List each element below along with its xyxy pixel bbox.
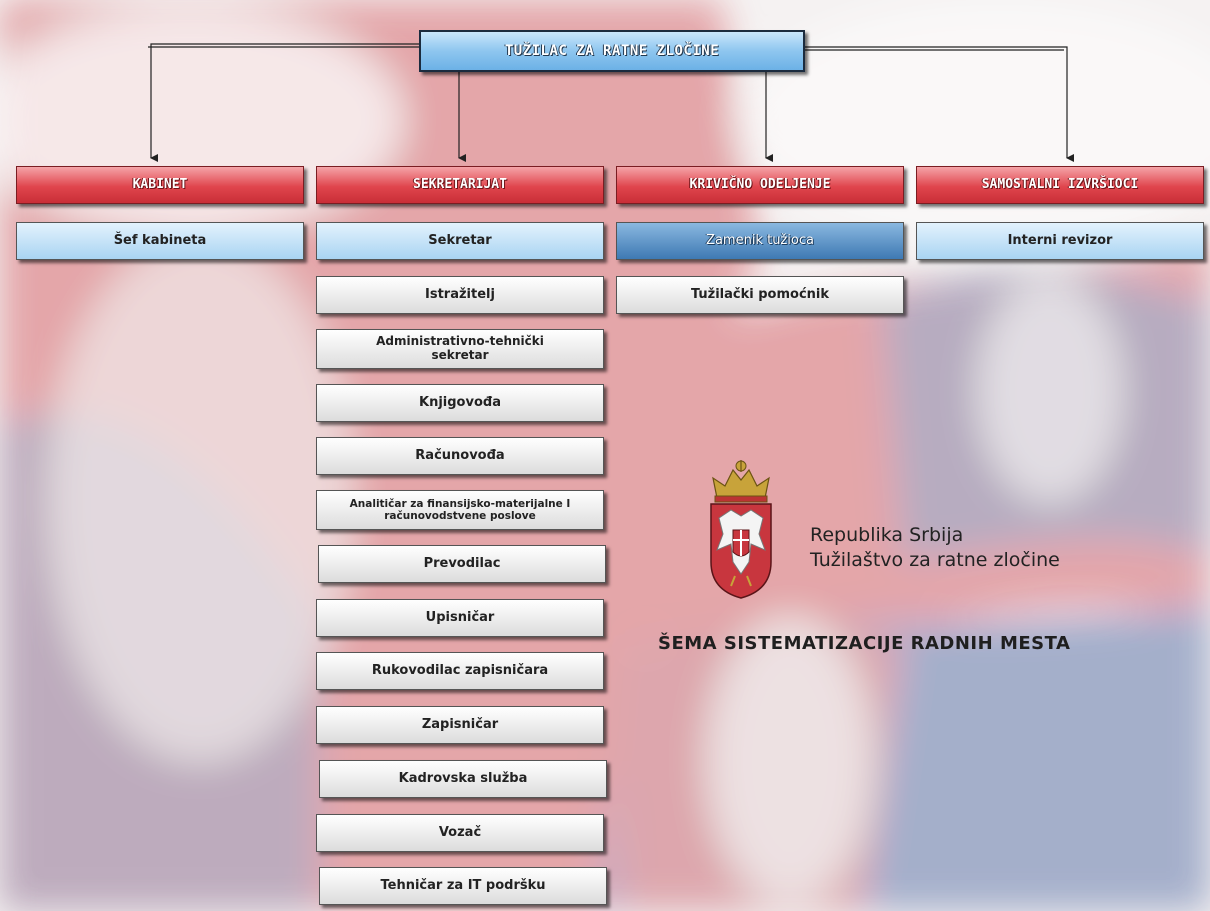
box-label: Interni revizor xyxy=(1007,232,1113,248)
box-label: Zamenik tužioca xyxy=(706,232,814,248)
box-kadrovska-sluzba: Kadrovska služba xyxy=(319,760,607,798)
serbia-coat-of-arms-icon xyxy=(710,460,772,599)
box-label: Računovođa xyxy=(415,447,505,463)
box-label: Kadrovska služba xyxy=(398,770,528,786)
box-rukovodilac-zapisnicara: Rukovodilac zapisničara xyxy=(316,652,604,690)
header-krivicno-label: KRIVIČNO ODELJENJE xyxy=(689,176,831,192)
scheme-title: ŠEMA SISTEMATIZACIJE RADNIH MESTA xyxy=(658,633,1071,654)
box-label: Rukovodilac zapisničara xyxy=(371,662,549,678)
box-analiticar: Analitičar za finansijsko-materijalne I … xyxy=(316,490,604,530)
box-label: Upisničar xyxy=(425,609,495,625)
header-sekretarijat: SEKRETARIJAT xyxy=(316,166,604,204)
box-upisnicar: Upisničar xyxy=(316,599,604,637)
box-label: Istražitelj xyxy=(425,286,495,302)
institution-line-2: Tužilaštvo za ratne zločine xyxy=(810,549,1060,571)
box-knjigovodja: Knjigovođa xyxy=(316,384,604,422)
header-kabinet: KABINET xyxy=(16,166,304,204)
header-samostalni-izvrsioci: SAMOSTALNI IZVRŠIOCI xyxy=(916,166,1204,204)
box-label: Tehničar za IT podršku xyxy=(380,877,546,893)
box-vozac: Vozač xyxy=(316,814,604,852)
header-samostalni-label: SAMOSTALNI IZVRŠIOCI xyxy=(981,176,1139,192)
box-label: Sekretar xyxy=(428,232,492,248)
box-label: Šef kabineta xyxy=(113,232,207,248)
header-kabinet-label: KABINET xyxy=(132,176,188,192)
box-racunovodja: Računovođa xyxy=(316,437,604,475)
box-administrativno-tehnicki-sekretar: Administrativno-tehnički sekretar xyxy=(316,329,604,369)
top-box-prosecutor: TUŽILAC ZA RATNE ZLOČINE xyxy=(419,30,805,72)
box-prevodilac: Prevodilac xyxy=(318,545,606,583)
institution-line-1: Republika Srbija xyxy=(810,524,964,546)
box-interni-revizor: Interni revizor xyxy=(916,222,1204,260)
box-zamenik-tuzioca: Zamenik tužioca xyxy=(616,222,904,260)
box-sef-kabineta: Šef kabineta xyxy=(16,222,304,260)
box-label: Prevodilac xyxy=(423,555,501,571)
box-tehnicar-it: Tehničar za IT podršku xyxy=(319,867,607,905)
header-sekretarijat-label: SEKRETARIJAT xyxy=(413,176,507,192)
box-zapisnicar: Zapisničar xyxy=(316,706,604,744)
box-label: Knjigovođa xyxy=(419,394,501,410)
box-label: Zapisničar xyxy=(421,716,499,732)
box-label: Vozač xyxy=(438,824,482,840)
header-krivicno-odeljenje: KRIVIČNO ODELJENJE xyxy=(616,166,904,204)
box-label: Tužilački pomoćnik xyxy=(690,286,830,302)
box-label: Administrativno-tehnički sekretar xyxy=(376,334,544,362)
box-istrazitelj: Istražitelj xyxy=(316,276,604,314)
box-sekretar: Sekretar xyxy=(316,222,604,260)
box-label: Analitičar za finansijsko-materijalne I … xyxy=(349,497,571,522)
top-box-label: TUŽILAC ZA RATNE ZLOČINE xyxy=(504,42,720,59)
box-tuzilacki-pomocnik: Tužilački pomoćnik xyxy=(616,276,904,314)
